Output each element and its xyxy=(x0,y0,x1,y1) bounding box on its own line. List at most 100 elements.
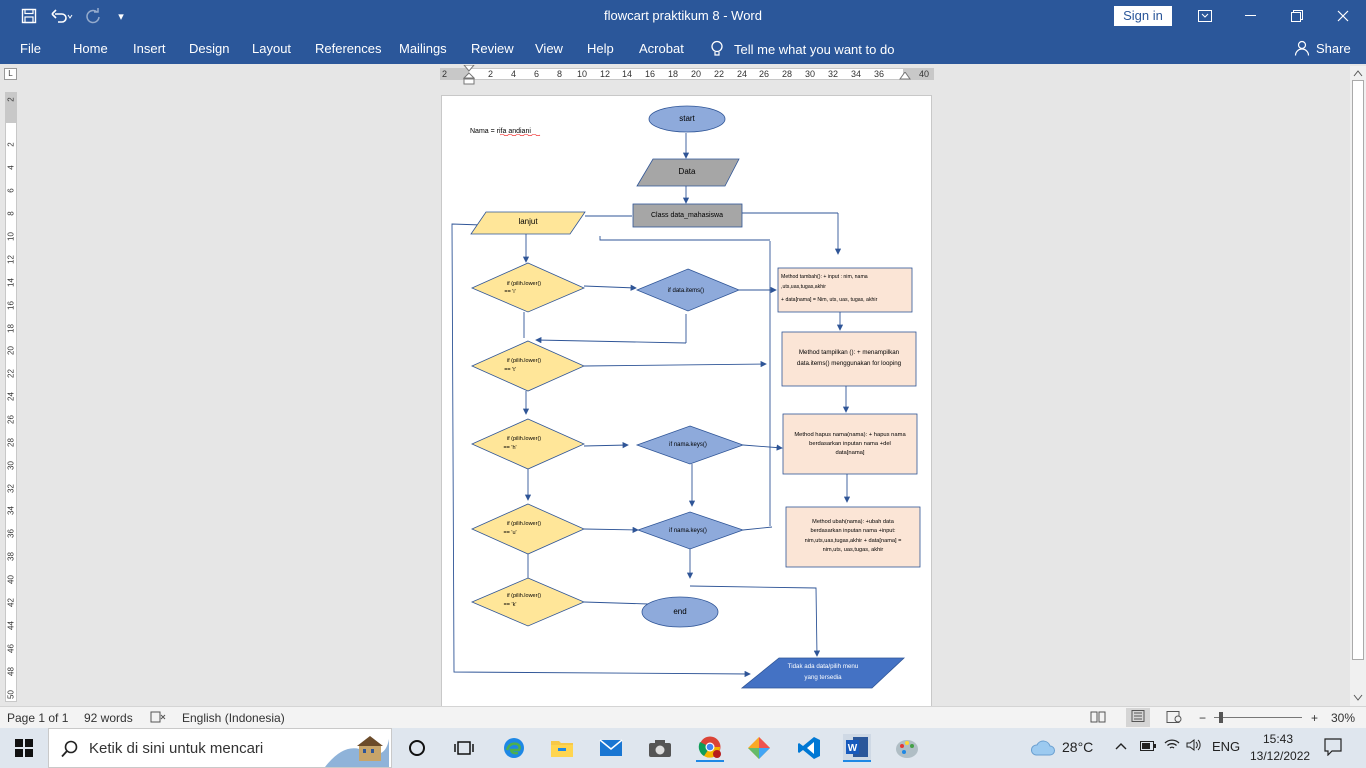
ruler-number: 12 xyxy=(6,255,16,264)
zoom-slider-thumb[interactable] xyxy=(1219,712,1223,723)
task-view-icon[interactable] xyxy=(450,734,478,762)
decision-u: if (pilih.lower() == 'u' xyxy=(471,503,585,555)
save-icon[interactable] xyxy=(18,0,40,32)
chrome-icon[interactable] xyxy=(696,734,724,762)
clock-date[interactable]: 13/12/2022 xyxy=(1250,749,1311,763)
taskbar-search[interactable]: Ketik di sini untuk mencari xyxy=(48,728,392,768)
ruler-number: 28 xyxy=(782,69,793,79)
weather-icon[interactable] xyxy=(1028,734,1058,762)
scroll-thumb[interactable] xyxy=(1352,80,1364,660)
windows-start-icon[interactable] xyxy=(10,734,38,762)
right-indent-marker-icon[interactable] xyxy=(899,72,911,80)
tab-review[interactable]: Review xyxy=(471,41,514,56)
method-ubah-line4: nim,uts, uas,tugas, akhir xyxy=(823,547,884,553)
cortana-icon[interactable] xyxy=(403,734,431,762)
horizontal-ruler[interactable]: 2 2 4 6 8 10 12 14 16 18 20 22 24 26 28 … xyxy=(440,65,934,85)
volume-icon[interactable] xyxy=(1186,739,1202,754)
tab-file[interactable]: File xyxy=(20,41,41,56)
person-icon xyxy=(1294,40,1310,56)
tab-selector[interactable]: L xyxy=(4,68,17,80)
tell-me-search[interactable]: Tell me what you want to do xyxy=(710,40,894,58)
tidak-ada-io-shape: Tidak ada data/pilih menu yang tersedia xyxy=(740,657,906,689)
redo-icon[interactable] xyxy=(82,0,104,32)
tray-chevron-icon[interactable] xyxy=(1115,739,1127,754)
vertical-ruler[interactable]: 2 2 4 6 8 10 12 14 16 18 20 22 24 26 28 … xyxy=(5,92,17,702)
decision-i: if (pilih.lower() == 'i' xyxy=(471,262,585,313)
paint-palette-icon[interactable] xyxy=(893,734,921,762)
tab-layout[interactable]: Layout xyxy=(252,41,292,56)
decision-data-items: if data.items() xyxy=(635,268,741,312)
proofing-icon[interactable] xyxy=(150,711,166,726)
vscode-icon[interactable] xyxy=(795,734,823,762)
sign-in-button[interactable]: Sign in xyxy=(1114,6,1172,26)
share-button[interactable]: Share xyxy=(1294,40,1351,56)
decision-nama-keys-u: if nama.keys() xyxy=(636,511,745,550)
zoom-slider[interactable] xyxy=(1214,717,1302,718)
ruler-number: 22 xyxy=(6,369,16,378)
decision-nama-keys-h: if nama.keys() xyxy=(635,425,745,465)
read-mode-icon[interactable] xyxy=(1090,711,1106,726)
ruler-number: 46 xyxy=(6,644,16,653)
method-ubah-line1: Method ubah(nama): +ubah data xyxy=(812,519,895,525)
ribbon-display-options-icon[interactable] xyxy=(1182,0,1228,32)
word-count[interactable]: 92 words xyxy=(84,711,133,725)
connector-lines xyxy=(451,133,851,678)
method-tambah-line1: Method tambah(): + input : nim, nama xyxy=(781,274,868,280)
decision-i-line2: == 'i' xyxy=(504,289,515,295)
tab-help[interactable]: Help xyxy=(587,41,614,56)
tab-view[interactable]: View xyxy=(535,41,563,56)
ruler-number: 4 xyxy=(6,165,16,170)
weather-temp[interactable]: 28°C xyxy=(1062,739,1094,755)
decision-t-line2: == 't' xyxy=(504,367,516,373)
scroll-up-icon[interactable] xyxy=(1353,69,1363,77)
restore-icon[interactable] xyxy=(1274,0,1320,32)
close-icon[interactable] xyxy=(1320,0,1366,32)
web-layout-icon[interactable] xyxy=(1166,711,1182,726)
print-layout-icon[interactable] xyxy=(1126,708,1150,727)
ruler-number: 24 xyxy=(6,392,16,401)
language-indicator[interactable]: English (Indonesia) xyxy=(182,711,285,725)
ruler-number: 4 xyxy=(511,69,517,79)
undo-icon[interactable] xyxy=(48,0,76,32)
ruler-number: 50 xyxy=(6,690,16,699)
edge-icon[interactable] xyxy=(500,734,528,762)
minimize-icon[interactable] xyxy=(1228,0,1274,32)
page-count[interactable]: Page 1 of 1 xyxy=(7,711,69,725)
tab-references[interactable]: References xyxy=(315,41,382,56)
battery-icon[interactable] xyxy=(1140,739,1156,754)
zoom-out-icon[interactable]: − xyxy=(1199,711,1207,725)
camera-icon[interactable] xyxy=(646,734,674,762)
wifi-icon[interactable] xyxy=(1164,739,1180,754)
indent-marker-icon[interactable] xyxy=(463,65,475,85)
search-icon xyxy=(61,740,78,758)
method-hapus-box: Method hapus nama(nama): + hapus nama be… xyxy=(782,413,918,475)
zoom-in-icon[interactable]: + xyxy=(1311,711,1319,725)
ruler-number: 16 xyxy=(645,69,656,79)
method-tampilkan-box: Method tampilkan (): + menampilkan data.… xyxy=(781,331,917,387)
tab-acrobat[interactable]: Acrobat xyxy=(639,41,684,56)
zoom-level[interactable]: 30% xyxy=(1331,711,1356,725)
decision-h: if (pilih.lower() == 'h' xyxy=(471,418,585,470)
tab-insert[interactable]: Insert xyxy=(133,41,166,56)
notifications-icon[interactable] xyxy=(1324,738,1342,759)
decision-u-line1: if (pilih.lower() xyxy=(507,521,541,527)
tab-home[interactable]: Home xyxy=(73,41,108,56)
decision-nama-keys-u-label: if nama.keys() xyxy=(669,528,707,534)
word-app-icon[interactable]: W xyxy=(843,734,871,762)
vertical-scrollbar[interactable] xyxy=(1350,66,1366,706)
customize-qat-icon[interactable]: ▾ xyxy=(118,10,124,23)
decision-u-line2: == 'u' xyxy=(503,530,516,536)
scroll-down-icon[interactable] xyxy=(1353,694,1363,702)
mail-icon[interactable] xyxy=(597,734,625,762)
paint-app-icon[interactable] xyxy=(745,734,773,762)
clock-time[interactable]: 15:43 xyxy=(1263,732,1294,746)
method-hapus-line2: berdasarkan inputan nama +del xyxy=(809,441,891,447)
input-language[interactable]: ENG xyxy=(1212,739,1241,754)
decision-t-line1: if (pilih.lower() xyxy=(507,358,541,364)
tab-design[interactable]: Design xyxy=(189,41,230,56)
ruler-number: 48 xyxy=(6,667,16,676)
document-page[interactable]: Nama = rifa andiani start Data Class dat… xyxy=(441,95,932,710)
tab-mailings[interactable]: Mailings xyxy=(399,41,447,56)
file-explorer-icon[interactable] xyxy=(548,734,576,762)
ruler-number: 2 xyxy=(6,97,16,102)
